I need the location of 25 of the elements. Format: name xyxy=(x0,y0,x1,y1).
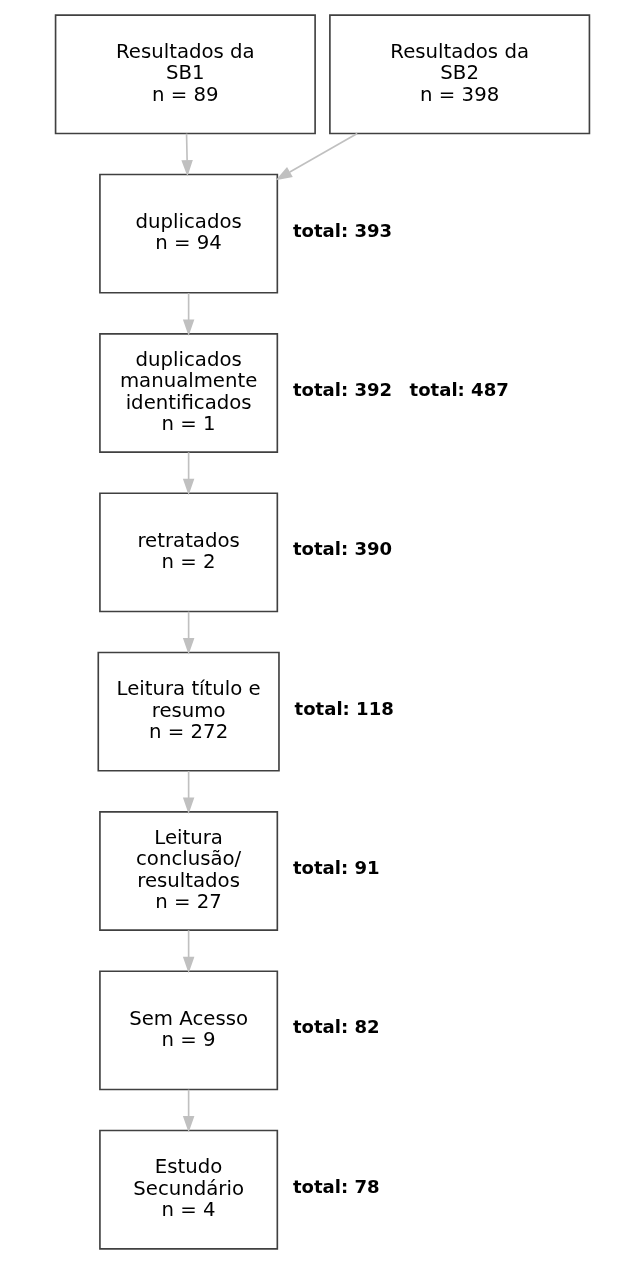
node-label: total: 91 xyxy=(292,856,380,878)
node-label: total: 390 xyxy=(292,538,392,560)
node-box: Resultados da SB2 n = 398 xyxy=(328,14,590,135)
node-box: Sem Acesso n = 9 xyxy=(98,970,278,1091)
arrow xyxy=(182,1088,194,1133)
node-label: total: 392 xyxy=(292,378,392,400)
node-label: total: 118 xyxy=(294,697,394,719)
node-label: total: 78 xyxy=(292,1175,380,1197)
label: total: 487 xyxy=(409,378,509,400)
arrow xyxy=(182,610,194,655)
arrow xyxy=(182,292,194,336)
node-box: duplicados n = 94 xyxy=(98,173,278,294)
arrow xyxy=(275,132,358,181)
arrow xyxy=(182,451,194,496)
node-box: duplicados manualmente identificados n = 1 xyxy=(98,333,278,453)
node-label: total: 82 xyxy=(292,1016,380,1038)
arrow xyxy=(182,770,194,814)
arrow xyxy=(182,929,194,974)
node-box: Resultados da SB1 n = 89 xyxy=(54,14,316,135)
arrow xyxy=(180,132,193,177)
node-box: Leitura título e resumo n = 272 xyxy=(96,651,280,772)
node-box: Estudo Secundário n = 4 xyxy=(98,1129,278,1250)
node-label: total: 393 xyxy=(292,219,392,241)
node-box: retratados n = 2 xyxy=(98,492,278,613)
node-box: Leitura conclusão/ resultados n = 27 xyxy=(98,811,278,931)
